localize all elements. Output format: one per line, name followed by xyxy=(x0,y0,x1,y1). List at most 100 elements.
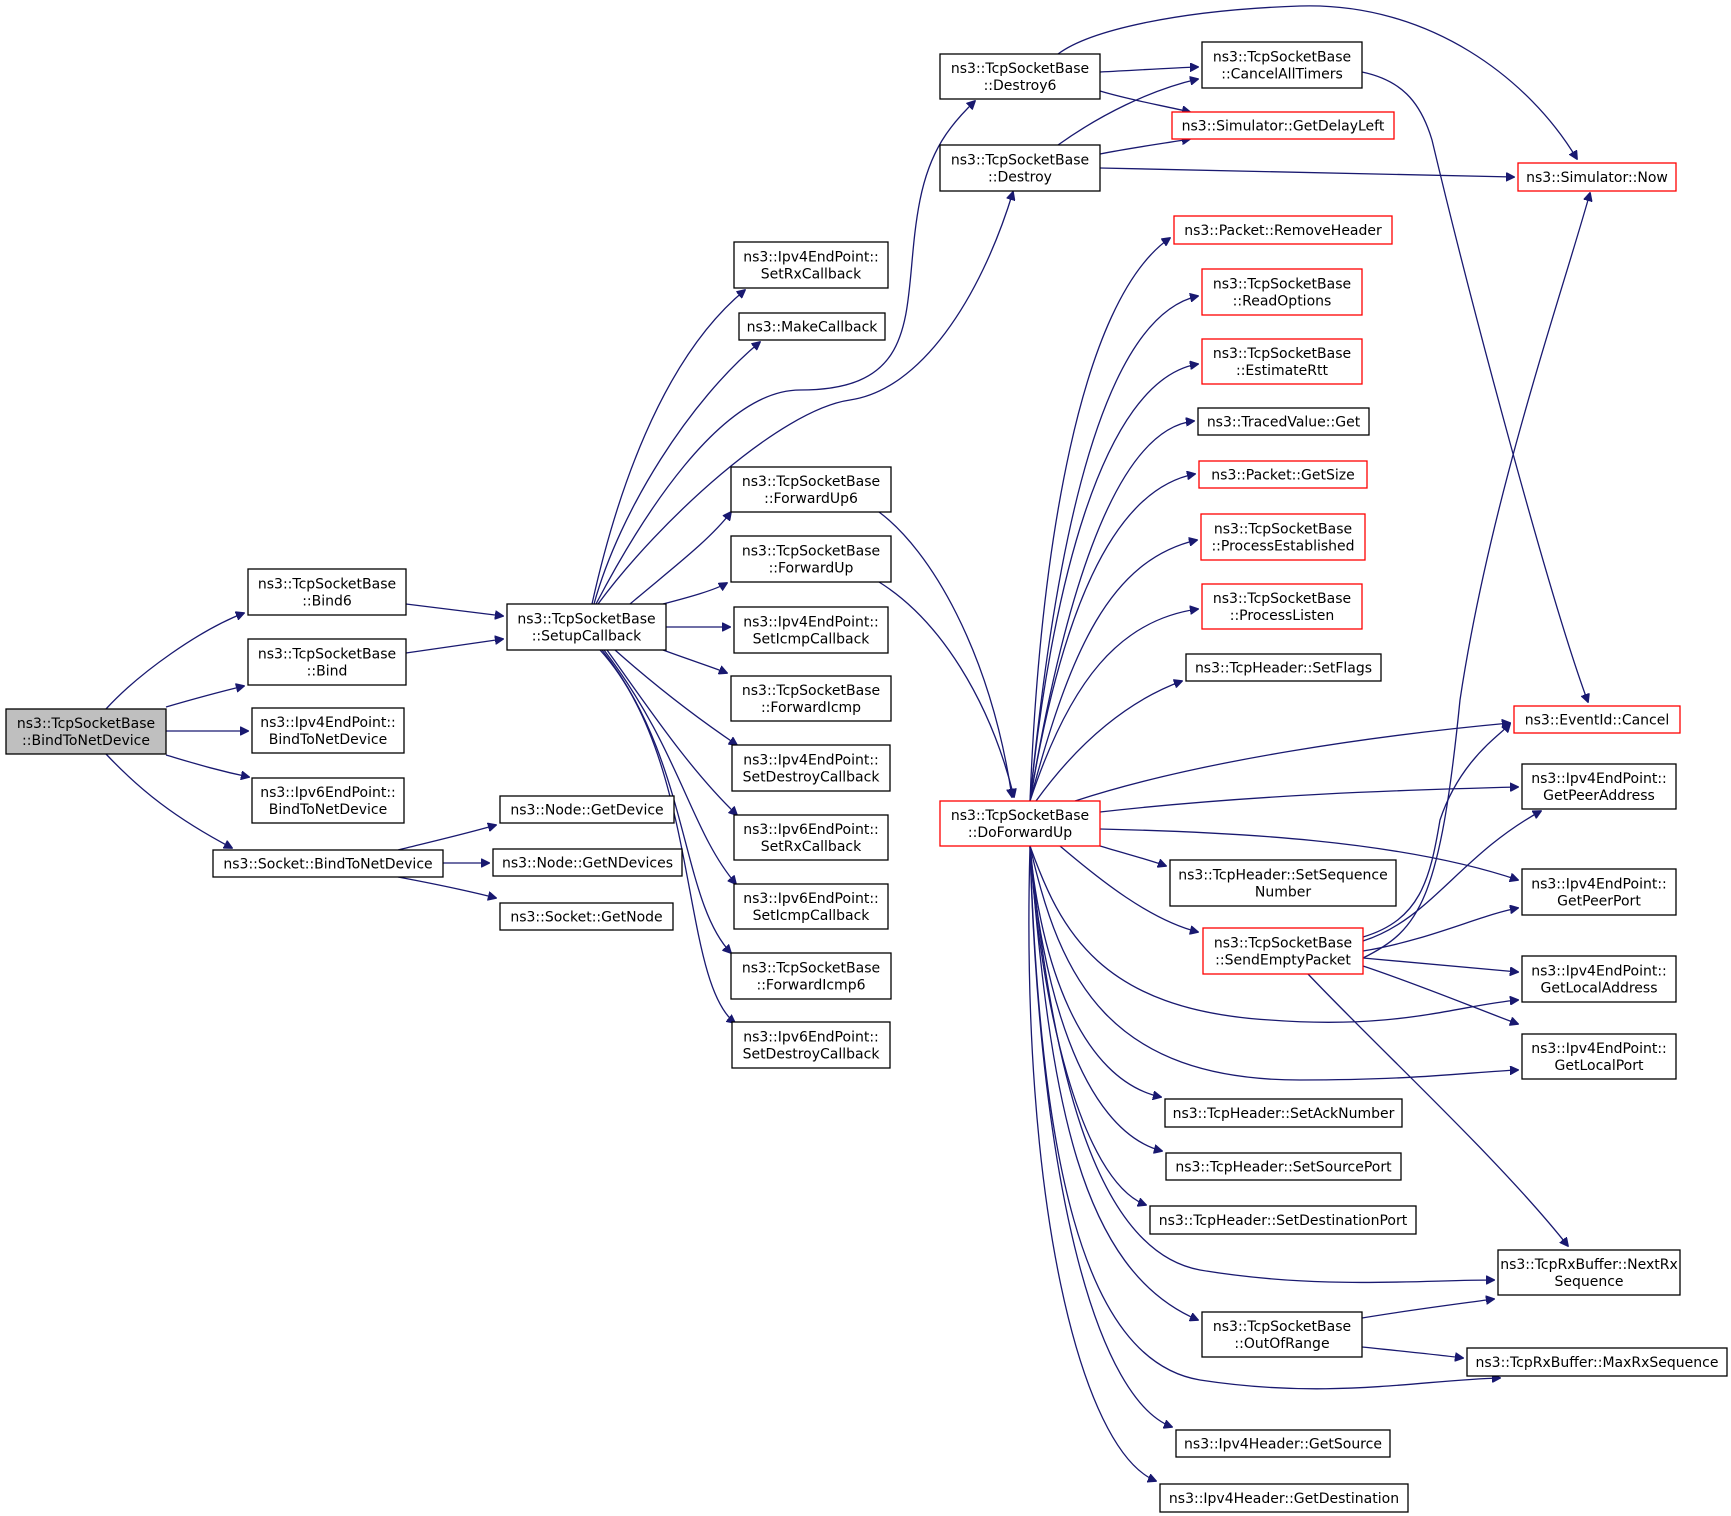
node-label: ns3::Ipv4Header::GetSource xyxy=(1184,1437,1382,1453)
node-label: ns3::Ipv6EndPoint:: xyxy=(260,785,396,801)
call-edge xyxy=(1029,845,1172,1427)
node-label: ::ReadOptions xyxy=(1233,294,1332,310)
node-ip4rx[interactable]: ns3::Ipv4EndPoint::SetRxCallback xyxy=(733,241,889,289)
node-setdst[interactable]: ns3::TcpHeader::SetDestinationPort xyxy=(1149,1205,1417,1235)
node-getdev[interactable]: ns3::Node::GetDevice xyxy=(499,795,675,824)
node-ip6icmp[interactable]: ns3::Ipv6EndPoint::SetIcmpCallback xyxy=(733,883,889,930)
node-evcancel[interactable]: ns3::EventId::Cancel xyxy=(1513,705,1681,734)
node-getnode[interactable]: ns3::Socket::GetNode xyxy=(499,902,674,931)
call-edge xyxy=(1074,723,1510,802)
call-edge xyxy=(1028,845,1156,1481)
node-root[interactable]: ns3::TcpSocketBase::BindToNetDevice xyxy=(5,708,167,755)
node-label: ns3::TcpHeader::SetDestinationPort xyxy=(1159,1213,1408,1229)
node-outofrange[interactable]: ns3::TcpSocketBase::OutOfRange xyxy=(1201,1311,1363,1358)
node-label: ::SendEmptyPacket xyxy=(1215,953,1351,969)
node-label: BindToNetDevice xyxy=(269,732,387,748)
node-now[interactable]: ns3::Simulator::Now xyxy=(1517,162,1677,192)
node-label: ::Destroy xyxy=(988,170,1052,186)
node-makecb[interactable]: ns3::MakeCallback xyxy=(738,312,886,341)
node-label: ns3::Ipv4EndPoint:: xyxy=(743,615,879,631)
node-peerport[interactable]: ns3::Ipv4EndPoint::GetPeerPort xyxy=(1521,868,1677,916)
node-label: ns3::Simulator::GetDelayLeft xyxy=(1182,119,1385,135)
node-estrtt[interactable]: ns3::TcpSocketBase::EstimateRtt xyxy=(1201,338,1363,385)
node-setup[interactable]: ns3::TcpSocketBase::SetupCallback xyxy=(506,603,667,651)
call-edge xyxy=(1099,787,1518,813)
node-label: ns3::TcpSocketBase xyxy=(517,612,655,628)
call-edge xyxy=(405,639,503,654)
call-edge xyxy=(629,512,731,605)
node-fwdup[interactable]: ns3::TcpSocketBase::ForwardUp xyxy=(730,535,892,583)
node-label: ns3::TcpRxBuffer::NextRx xyxy=(1500,1257,1678,1273)
node-destroy6[interactable]: ns3::TcpSocketBase::Destroy6 xyxy=(939,53,1101,100)
node-getdelay[interactable]: ns3::Simulator::GetDelayLeft xyxy=(1171,111,1395,140)
call-edge xyxy=(1059,845,1198,932)
node-ip6rx[interactable]: ns3::Ipv6EndPoint::SetRxCallback xyxy=(733,814,889,861)
node-label: ns3::Packet::GetSize xyxy=(1211,468,1354,484)
node-ip4bnd[interactable]: ns3::Ipv4EndPoint::BindToNetDevice xyxy=(251,707,405,754)
node-rmhdr[interactable]: ns3::Packet::RemoveHeader xyxy=(1173,215,1393,245)
node-label: ns3::Ipv4EndPoint:: xyxy=(1531,771,1667,787)
node-readopt[interactable]: ns3::TcpSocketBase::ReadOptions xyxy=(1201,268,1363,316)
node-tvget[interactable]: ns3::TracedValue::Get xyxy=(1197,407,1370,436)
node-label: GetPeerPort xyxy=(1557,894,1641,910)
nodes: ns3::TcpSocketBase::BindToNetDevicens3::… xyxy=(5,41,1728,1513)
node-procest[interactable]: ns3::TcpSocketBase::ProcessEstablished xyxy=(1200,513,1366,561)
node-label: ns3::TcpSocketBase xyxy=(1213,277,1351,293)
call-edge xyxy=(397,876,496,898)
node-label: ns3::TcpSocketBase xyxy=(1214,936,1352,952)
call-edge xyxy=(662,583,727,605)
call-edge xyxy=(1029,845,1494,1283)
node-dofwd[interactable]: ns3::TcpSocketBase::DoForwardUp xyxy=(939,800,1101,847)
call-edge xyxy=(878,511,1012,797)
node-label: ns3::Simulator::Now xyxy=(1526,170,1668,186)
node-label: SetIcmpCallback xyxy=(753,632,871,648)
node-fwdicmp[interactable]: ns3::TcpSocketBase::ForwardIcmp xyxy=(730,675,892,722)
node-label: ns3::Ipv6EndPoint:: xyxy=(743,822,879,838)
node-getsize[interactable]: ns3::Packet::GetSize xyxy=(1198,460,1368,489)
node-label: ns3::TcpSocketBase xyxy=(742,683,880,699)
node-label: ns3::MakeCallback xyxy=(747,320,879,336)
node-label: ns3::TcpSocketBase xyxy=(1213,346,1351,362)
node-label: ::BindToNetDevice xyxy=(22,733,150,749)
node-setsrc[interactable]: ns3::TcpHeader::SetSourcePort xyxy=(1165,1152,1402,1181)
node-sendempty[interactable]: ns3::TcpSocketBase::SendEmptyPacket xyxy=(1202,927,1364,975)
node-label: ::DoForwardUp xyxy=(968,825,1072,841)
node-localaddr[interactable]: ns3::Ipv4EndPoint::GetLocalAddress xyxy=(1521,955,1677,1003)
node-ip4icmp[interactable]: ns3::Ipv4EndPoint::SetIcmpCallback xyxy=(733,606,889,654)
call-edge xyxy=(1361,1346,1463,1358)
node-ip6destroy[interactable]: ns3::Ipv6EndPoint::SetDestroyCallback xyxy=(731,1021,891,1069)
node-bind[interactable]: ns3::TcpSocketBase::Bind xyxy=(247,638,407,686)
node-label: SetIcmpCallback xyxy=(753,908,871,924)
node-peeraddr[interactable]: ns3::Ipv4EndPoint::GetPeerAddress xyxy=(1521,763,1677,810)
node-maxrx[interactable]: ns3::TcpRxBuffer::MaxRxSequence xyxy=(1466,1347,1728,1377)
node-label: SetRxCallback xyxy=(761,267,862,283)
node-bind6[interactable]: ns3::TcpSocketBase::Bind6 xyxy=(247,568,407,616)
node-proclisten[interactable]: ns3::TcpSocketBase::ProcessListen xyxy=(1201,583,1363,630)
node-setack[interactable]: ns3::TcpHeader::SetAckNumber xyxy=(1164,1098,1403,1128)
node-sockbnd[interactable]: ns3::Socket::BindToNetDevice xyxy=(212,849,444,878)
node-ip4destroy[interactable]: ns3::Ipv4EndPoint::SetDestroyCallback xyxy=(731,744,891,792)
node-setflags[interactable]: ns3::TcpHeader::SetFlags xyxy=(1185,653,1382,682)
node-label: ns3::Ipv4EndPoint:: xyxy=(1531,1041,1667,1057)
node-label: Sequence xyxy=(1554,1274,1623,1290)
node-destroy[interactable]: ns3::TcpSocketBase::Destroy xyxy=(939,144,1101,192)
node-fwdicmp6[interactable]: ns3::TcpSocketBase::ForwardIcmp6 xyxy=(730,952,892,1000)
node-ip6bnd[interactable]: ns3::Ipv6EndPoint::BindToNetDevice xyxy=(251,777,405,824)
node-label: ns3::TcpSocketBase xyxy=(1213,50,1351,66)
node-fwdup6[interactable]: ns3::TcpSocketBase::ForwardUp6 xyxy=(730,466,892,513)
node-label: ::ForwardUp6 xyxy=(764,491,858,507)
node-localport[interactable]: ns3::Ipv4EndPoint::GetLocalPort xyxy=(1521,1033,1677,1080)
node-label: ns3::Ipv4Header::GetDestination xyxy=(1169,1491,1399,1507)
call-edge xyxy=(1029,540,1197,802)
node-getdst[interactable]: ns3::Ipv4Header::GetDestination xyxy=(1159,1483,1409,1513)
node-label: ::CancelAllTimers xyxy=(1221,67,1343,83)
node-getndev[interactable]: ns3::Node::GetNDevices xyxy=(492,848,683,877)
node-label: ns3::Node::GetNDevices xyxy=(502,856,673,872)
node-cancelall[interactable]: ns3::TcpSocketBase::CancelAllTimers xyxy=(1201,41,1363,89)
node-getsrc[interactable]: ns3::Ipv4Header::GetSource xyxy=(1175,1429,1391,1458)
call-edge xyxy=(1362,724,1510,938)
call-edge xyxy=(1362,908,1518,952)
call-edge xyxy=(1029,238,1170,802)
